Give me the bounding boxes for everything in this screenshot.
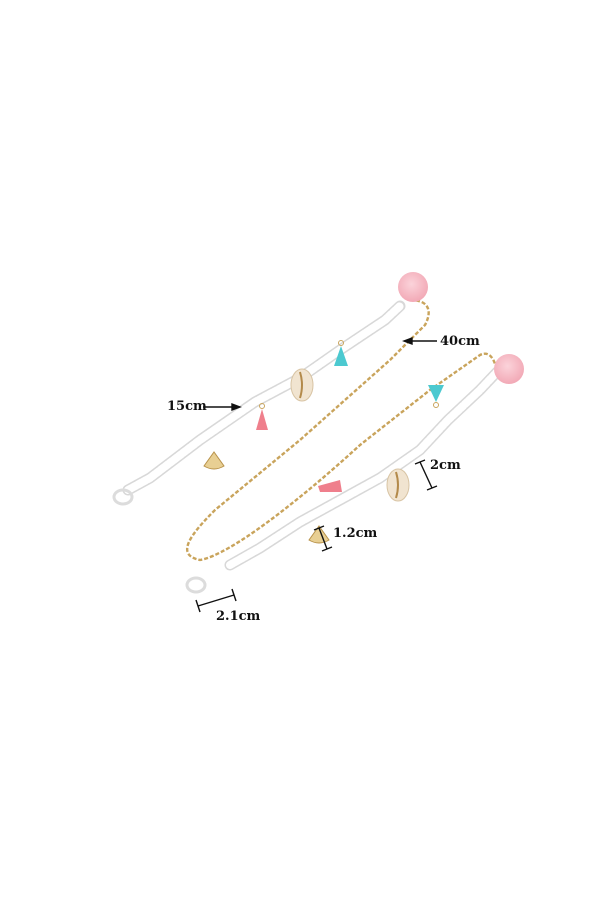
eyeglass-loop-lower xyxy=(185,576,207,594)
pompom-upper xyxy=(398,272,428,302)
gold-chain xyxy=(186,298,499,562)
measurement-label-beads: 15cm xyxy=(167,399,207,414)
scallop-shell-upper xyxy=(203,451,225,470)
lower-bead-strand xyxy=(224,366,503,571)
cowrie-shell-upper xyxy=(290,368,314,402)
measurement-label-loop: 2.1cm xyxy=(216,609,261,624)
eyeglass-loop-upper xyxy=(112,488,134,506)
tassel-pink-lower xyxy=(318,480,342,492)
measurement-label-chain: 40cm xyxy=(440,334,480,349)
tassel-teal-upper xyxy=(334,340,348,366)
pompom-lower xyxy=(494,354,524,384)
scallop-shell-lower xyxy=(308,525,330,544)
measurement-marks xyxy=(195,336,438,613)
upper-bead-strand xyxy=(122,300,406,496)
measurement-label-scallop: 1.2cm xyxy=(333,526,378,541)
cowrie-shell-lower xyxy=(386,468,410,502)
measurement-label-cowrie: 2cm xyxy=(430,458,461,473)
tassel-pink-upper xyxy=(256,403,268,430)
tassel-teal-lower xyxy=(428,385,444,408)
